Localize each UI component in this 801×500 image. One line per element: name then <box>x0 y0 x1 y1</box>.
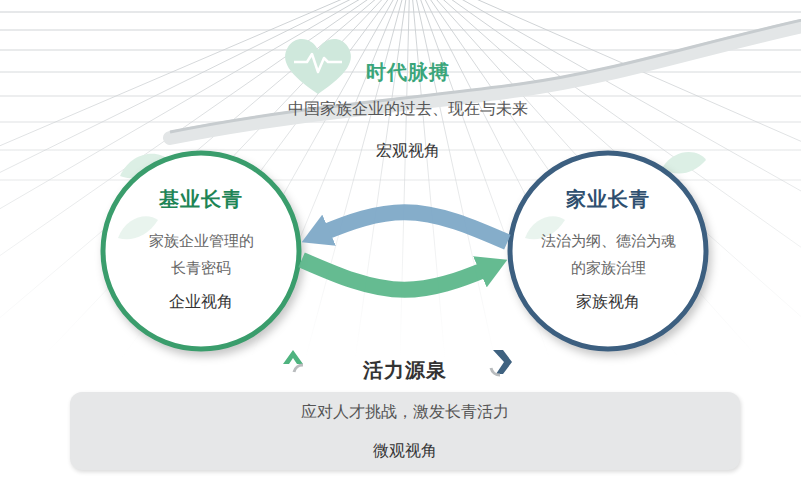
background-grid <box>0 12 801 180</box>
node-perspective: 微观视角 <box>110 440 700 462</box>
circle-outline <box>507 150 709 352</box>
node-perspective: 家族视角 <box>527 291 689 313</box>
node-heading: 家业长青 <box>517 187 699 211</box>
circle-border <box>510 153 706 349</box>
section-perspective: 宏观视角 <box>108 141 708 162</box>
node-heading: 活力源泉 <box>220 358 590 382</box>
cycle-arrow <box>302 212 508 242</box>
chevron-mark <box>493 350 512 374</box>
circle-border <box>103 153 299 349</box>
circle-node: 基业长青家族企业管理的 长青密码企业视角 <box>100 150 302 352</box>
gray-swoosh <box>170 22 801 138</box>
pulse-line <box>294 54 342 72</box>
leaf-decoration <box>662 152 706 174</box>
node-heading: 基业长青 <box>110 187 292 211</box>
chevron-arc <box>491 368 500 375</box>
band-node: 活力源泉应对人才挑战，激发长青活力微观视角 <box>70 392 740 470</box>
circle-node: 家业长青法治为纲、德治为魂 的家族治理家族视角 <box>507 150 709 352</box>
section-heading: 时代脉搏 <box>108 59 708 86</box>
heart-icon <box>285 39 351 94</box>
background-rays <box>0 0 801 360</box>
node-description: 应对人才挑战，激发长青活力 <box>110 401 700 423</box>
circle-outline <box>100 150 302 352</box>
node-perspective: 企业视角 <box>120 291 282 313</box>
node-description: 家族企业管理的 长青密码 <box>124 228 278 282</box>
node-description: 法治为纲、德治为魂 的家族治理 <box>527 228 689 282</box>
section-description: 中国家族企业的过去、现在与未来 <box>108 99 708 120</box>
chevron-arc <box>294 365 303 372</box>
chevron-mark <box>283 350 303 364</box>
cycle-arrow <box>302 260 508 290</box>
